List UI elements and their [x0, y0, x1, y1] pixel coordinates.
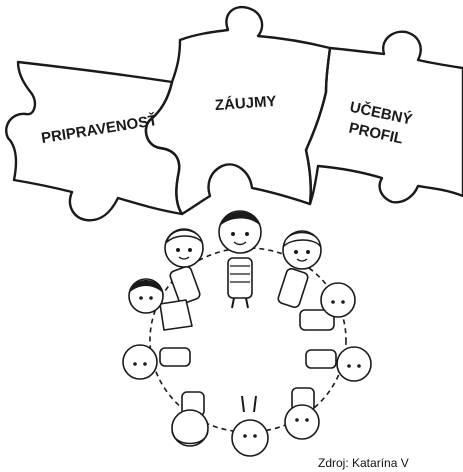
source-credit: Zdroj: Katarína V	[318, 456, 409, 470]
child-top	[218, 210, 262, 309]
puzzle-group: PRIPRAVENOSŤ ZÁUJMY UČEBNÝ PROFIL	[5, 5, 463, 222]
child-bottom-right	[284, 387, 320, 440]
child-left-middle	[122, 344, 191, 380]
puzzle-piece-left	[5, 60, 184, 222]
child-bottom-left	[171, 391, 209, 447]
holding-hands-ring	[149, 247, 347, 433]
child-right-middle	[305, 346, 372, 382]
child-bottom	[231, 395, 269, 457]
puzzle-label-pripravenost: PRIPRAVENOSŤ	[40, 111, 159, 147]
children-circle	[122, 210, 372, 457]
child-top-right	[277, 230, 322, 309]
puzzle-label-zaujmy: ZÁUJMY	[214, 93, 277, 114]
child-right-upper	[299, 282, 356, 331]
puzzle-piece-right	[304, 30, 463, 206]
child-top-left	[164, 228, 204, 305]
child-left-upper	[128, 278, 193, 331]
